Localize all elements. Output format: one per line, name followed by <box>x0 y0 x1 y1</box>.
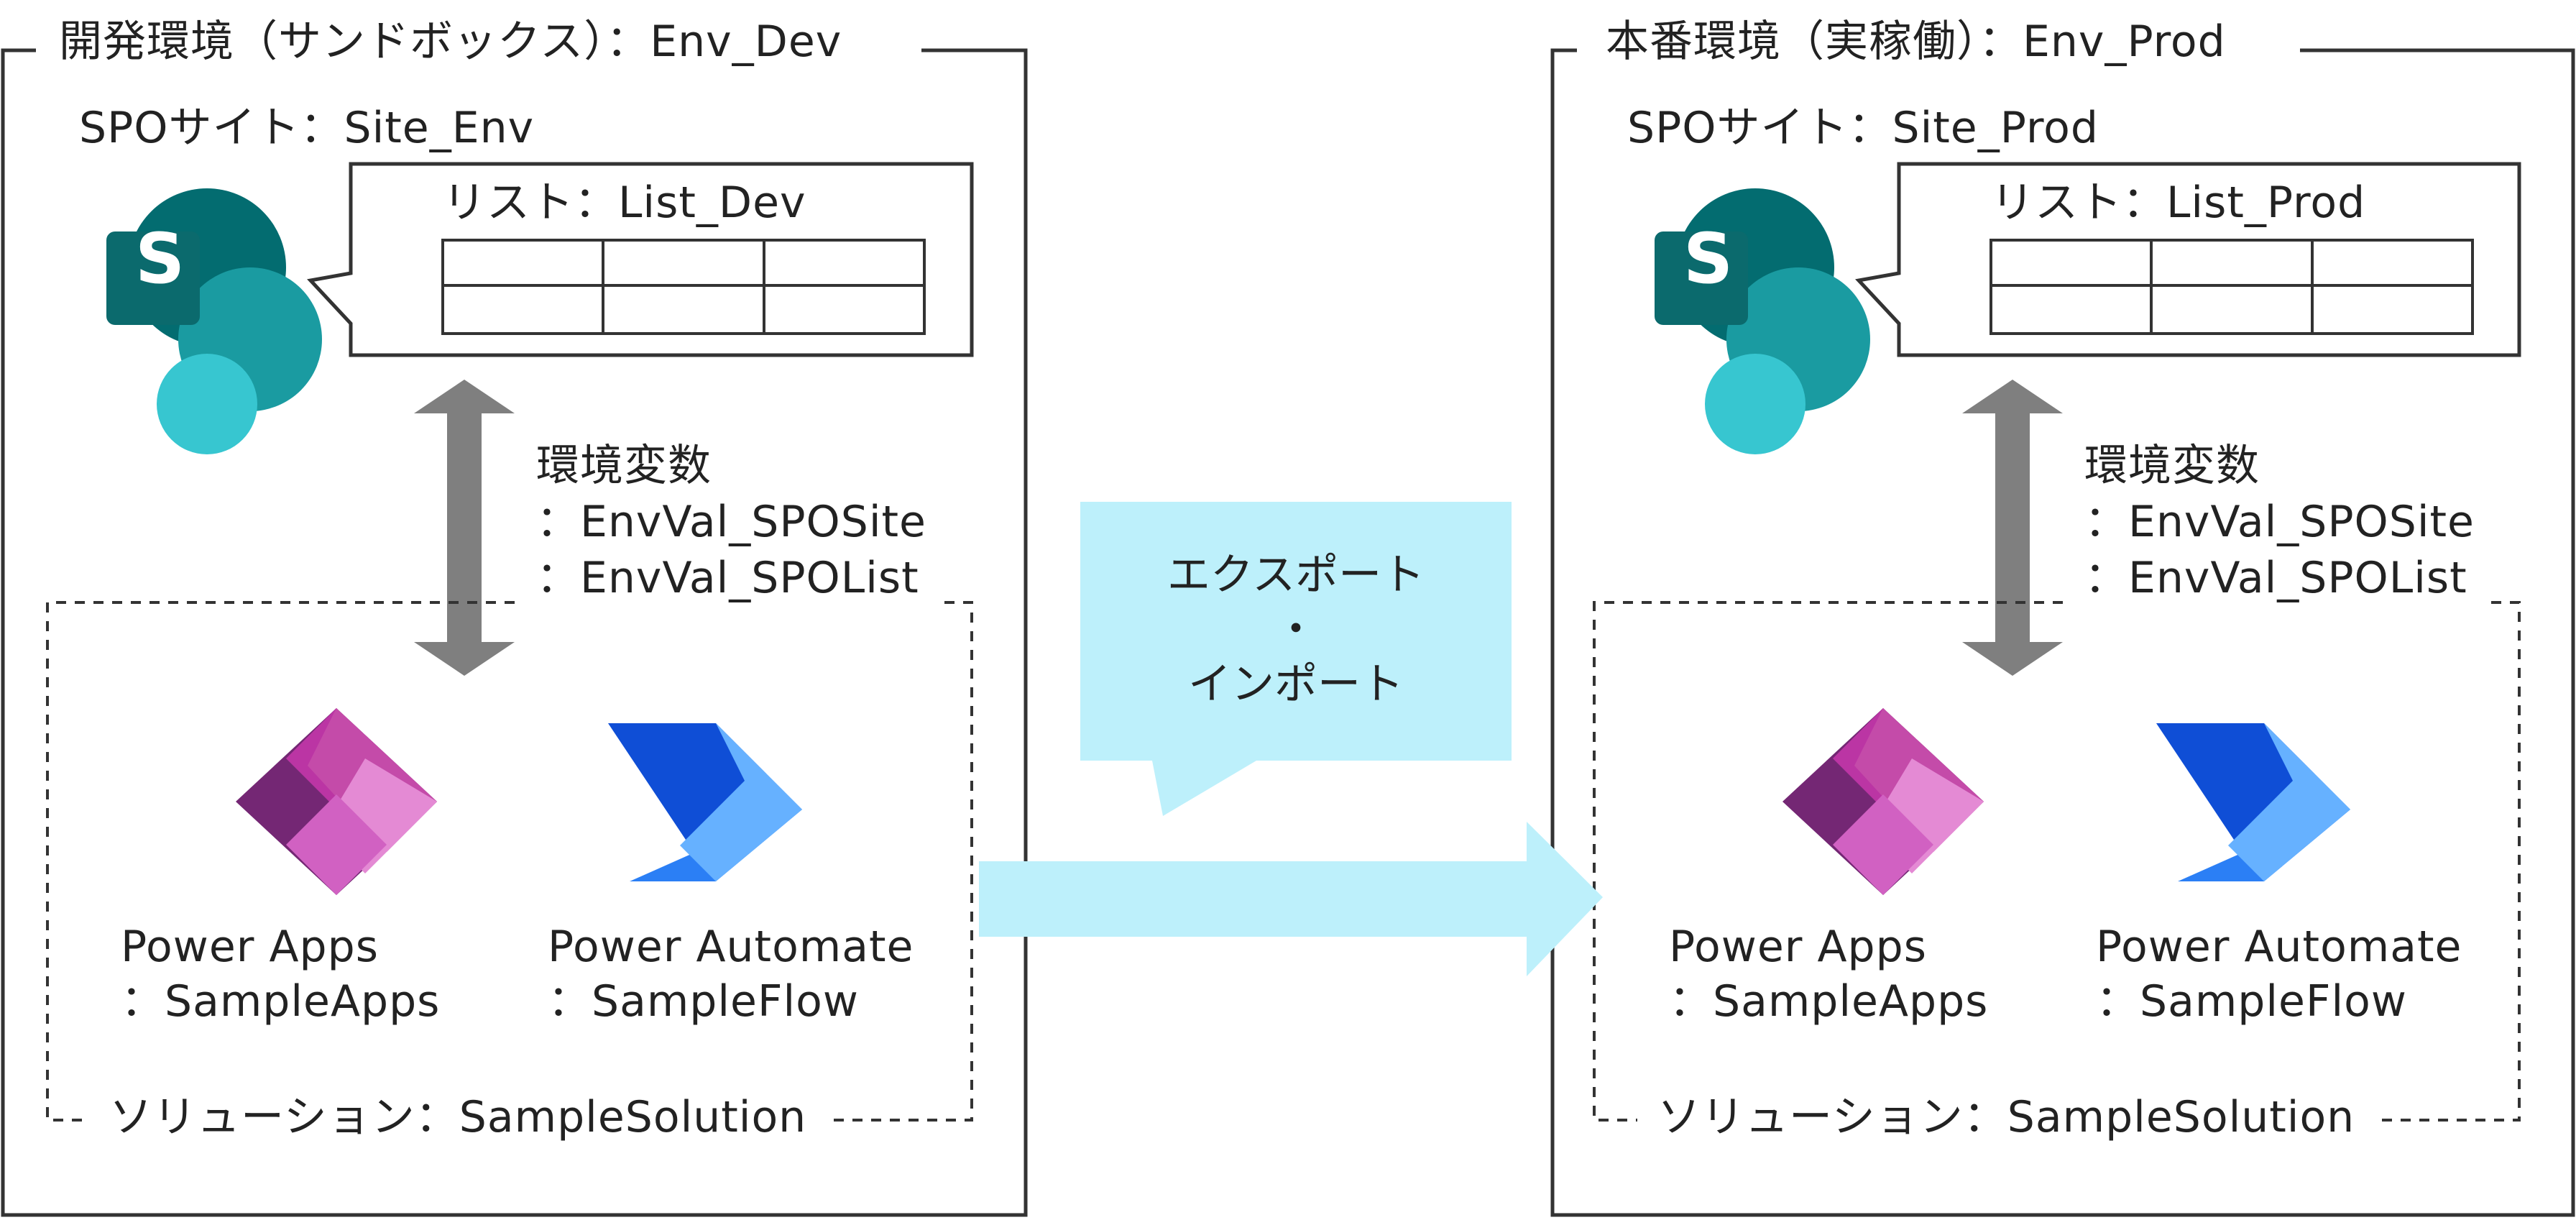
power-automate-value: ：SampleFlow <box>2096 976 2407 1027</box>
solution-label: ソリューション：SampleSolution <box>1644 1096 2368 1139</box>
transfer-separator: ・ <box>1274 605 1317 655</box>
environment-prod-title: 本番環境（実稼働）：Env_Prod <box>1590 20 2242 63</box>
environment-prod <box>1550 48 2575 1217</box>
environment-dev-title: 開発環境（サンドボックス）：Env_Dev <box>43 20 858 63</box>
solution-prod-border-left <box>1593 601 2063 1122</box>
site-label: SPOサイト：Site_Env <box>79 103 535 153</box>
list-label: リスト：List_Prod <box>1991 178 2366 228</box>
transfer-export-label: エクスポート <box>1167 550 1425 600</box>
export-import-arrow <box>979 822 1603 976</box>
transfer-callout-text: エクスポート ・ インポート <box>1080 503 1512 762</box>
power-automate-icon <box>2156 723 2350 881</box>
list-label: リスト：List_Dev <box>443 178 806 228</box>
power-apps-label: Power Apps <box>121 922 379 972</box>
power-automate-label: Power Automate <box>2096 922 2462 972</box>
sharepoint-icon <box>1655 188 1870 454</box>
env-var-title: 環境変数 <box>536 441 712 491</box>
sharepoint-icon <box>106 188 322 454</box>
power-automate-value: ：SampleFlow <box>548 976 859 1027</box>
transfer-import-label: インポート <box>1188 659 1404 710</box>
env-variable-double-arrow <box>1962 380 2063 676</box>
env-var-title: 環境変数 <box>2084 441 2260 491</box>
power-apps-label: Power Apps <box>1669 922 1927 972</box>
solution-dev-border-left <box>46 601 515 1122</box>
power-apps-icon <box>236 708 437 895</box>
environment-dev <box>1 48 1028 1217</box>
env-var-list: ：EnvVal_SPOList <box>536 553 919 603</box>
solution-label: ソリューション：SampleSolution <box>96 1096 820 1139</box>
power-apps-icon <box>1782 708 1984 895</box>
power-apps-value: ：SampleApps <box>1669 976 1989 1027</box>
power-automate-icon <box>608 723 802 881</box>
power-apps-value: ：SampleApps <box>121 976 441 1027</box>
env-var-list: ：EnvVal_SPOList <box>2084 553 2467 603</box>
sharepoint-icon-letter: S <box>1683 219 1734 299</box>
environment-prod-border <box>1550 48 2575 1217</box>
solution-dev-border <box>834 601 973 1122</box>
env-var-site: ：EnvVal_SPOSite <box>2084 497 2475 547</box>
solution-prod-border <box>2382 601 2521 1122</box>
environment-dev-border <box>1 48 1028 1217</box>
env-variable-double-arrow <box>414 380 515 676</box>
sharepoint-icon-letter: S <box>135 219 186 299</box>
list-callout-bubble <box>307 162 974 357</box>
site-label: SPOサイト：Site_Prod <box>1627 103 2099 153</box>
list-callout-bubble <box>1855 162 2521 357</box>
env-var-site: ：EnvVal_SPOSite <box>536 497 926 547</box>
list-table <box>441 239 926 335</box>
list-table <box>1990 239 2474 335</box>
power-automate-label: Power Automate <box>548 922 914 972</box>
transfer-callout-bubble <box>1080 502 1512 816</box>
